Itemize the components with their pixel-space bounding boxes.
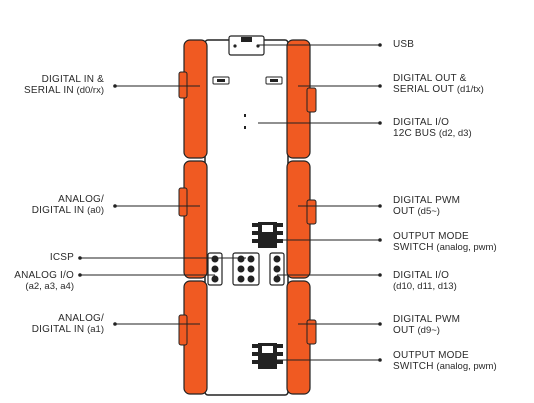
connector-left-bottom [178,280,208,395]
label-main: OUTPUT MODE [393,350,469,361]
label-output-mode-2: OUTPUT MODE SWITCH (analog, pwm) [393,350,497,372]
label-main: OUTPUT MODE [393,231,469,242]
label-output-mode-1: OUTPUT MODE SWITCH (analog, pwm) [393,231,497,253]
label-usb-main: USB [393,39,415,50]
digital-io-header-right [269,252,285,286]
icsp-header-center [232,252,260,286]
label-sub: (d10, d11, d13) [393,281,457,292]
label-main: DIGITAL I/O [393,270,450,281]
connector-right-top [286,39,317,159]
label-sub: (d0/rx) [76,85,104,96]
board-body [204,39,289,396]
label-sub: (d2, d3) [438,128,472,139]
label-analog-digital-in-a1: ANALOG/ DIGITAL IN (a1) [32,313,104,335]
label-main: DIGITAL PWM [393,195,461,206]
connector-right-bottom [286,280,317,395]
label-icsp: ICSP [50,252,74,263]
label-digital-in-serial: DIGITAL IN & SERIAL IN (d0/rx) [24,74,104,96]
label-main2: OUT [393,325,415,336]
label-main: ANALOG/ [58,313,104,324]
label-main2: SERIAL OUT [393,84,455,95]
label-digital-io-d10: DIGITAL I/O (d10, d11, d13) [393,270,457,292]
label-main2: 12C BUS [393,128,437,139]
label-main2: OUT [393,206,415,217]
label-main2: SERIAL IN [23,85,74,96]
label-sub: (d5~) [417,206,440,217]
output-mode-switch-1 [252,222,283,248]
label-main2: SWITCH [393,242,434,253]
label-main: ANALOG I/O [14,270,74,281]
label-main: DIGITAL OUT & [393,73,467,84]
label-digital-io-i2c: DIGITAL I/O 12C BUS (d2, d3) [393,117,472,139]
label-main2: DIGITAL IN [31,324,85,335]
label-main2: DIGITAL IN [31,205,85,216]
label-usb: USB [393,39,414,50]
connector-left-middle [178,160,208,279]
label-analog-digital-in-a0: ANALOG/ DIGITAL IN (a0) [32,194,104,216]
label-main: DIGITAL PWM [393,314,461,325]
label-main: ANALOG/ [58,194,104,205]
label-main: DIGITAL IN & [41,74,104,85]
label-digital-out-serial: DIGITAL OUT & SERIAL OUT (d1/tx) [393,73,484,95]
label-sub: (d1/tx) [456,84,484,95]
label-analog-io: ANALOG I/O (a2, a3, a4) [14,270,74,292]
label-main2: SWITCH [393,361,434,372]
output-mode-switch-2 [252,343,283,369]
label-sub: (analog, pwm) [436,361,497,372]
label-digital-pwm-d9: DIGITAL PWM OUT (d9~) [393,314,460,336]
label-main: ICSP [49,252,74,263]
label-main: DIGITAL I/O [393,117,450,128]
leader-lines [78,43,382,362]
connector-left-top [178,39,208,159]
icsp-header-left [207,252,223,286]
label-sub: (analog, pwm) [436,242,497,253]
label-sub: (a0) [87,205,104,216]
label-sub: (d9~) [417,325,440,336]
led-components [212,76,283,129]
label-sub: (a2, a3, a4) [25,281,74,292]
label-sub: (a1) [87,324,104,335]
label-digital-pwm-d5: DIGITAL PWM OUT (d5~) [393,195,460,217]
connector-right-middle [286,160,317,279]
